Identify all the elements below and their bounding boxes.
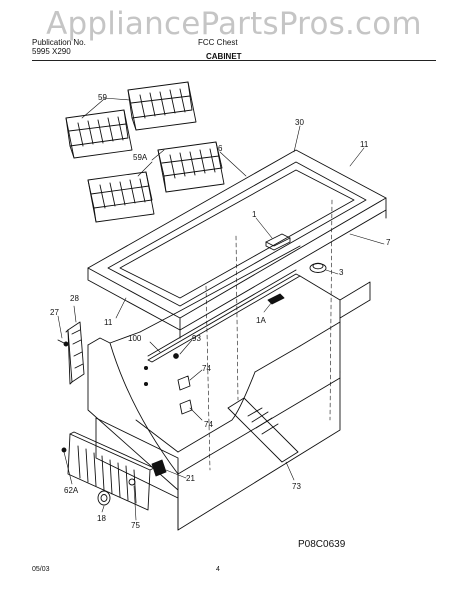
hinge-bracket (65, 321, 85, 385)
callout-21: 21 (186, 474, 195, 483)
publication-label: Publication No. (32, 38, 86, 47)
callout-7: 7 (386, 238, 391, 247)
callout-3: 3 (339, 268, 344, 277)
cabinet-body (87, 245, 371, 531)
part-1a-clip (267, 293, 285, 305)
callout-30: 30 (295, 118, 304, 127)
callout-100: 100 (128, 334, 142, 343)
screw-27 (57, 339, 69, 347)
callout-75: 75 (131, 521, 140, 530)
small-screws (143, 365, 149, 387)
leader-lines (57, 97, 385, 521)
footer-page: 4 (216, 566, 220, 573)
grille-screw (61, 447, 67, 453)
bracket-74-lower (179, 399, 193, 415)
callout-11-top: 11 (360, 140, 369, 149)
callout-74-upper: 74 (202, 364, 211, 373)
header-rule (32, 60, 436, 61)
footer-date: 05/03 (32, 566, 50, 573)
thermostat-knob (309, 262, 327, 273)
callout-62a: 62A (64, 486, 79, 495)
model-label: FCC Chest (198, 38, 238, 47)
front-trim-strip (147, 269, 301, 363)
callout-93: 93 (192, 334, 201, 343)
callout-74-lower: 74 (204, 420, 213, 429)
figure-id: P08C0639 (298, 539, 346, 550)
callout-73: 73 (292, 482, 301, 491)
leveling-foot (97, 490, 111, 506)
screw-93 (173, 353, 179, 359)
basket-59a-right (157, 141, 225, 193)
bracket-74-upper (177, 375, 191, 391)
lid-handle (265, 233, 291, 251)
callout-1: 1 (252, 210, 257, 219)
section-title: CABINET (206, 52, 242, 61)
callout-11-left: 11 (104, 318, 113, 327)
serial-plate (227, 397, 299, 463)
callout-6: 6 (218, 144, 223, 153)
callout-28: 28 (70, 294, 79, 303)
callout-59: 59 (98, 93, 107, 102)
access-grille (67, 431, 155, 511)
publication-number: 5995 X290 (32, 47, 71, 56)
power-connector (151, 459, 167, 477)
callout-1a: 1A (256, 316, 266, 325)
watermark: AppliancePartsPros.com (46, 6, 422, 42)
lid-assembly (87, 149, 387, 339)
basket-59-upper (127, 81, 197, 131)
callout-27: 27 (50, 308, 59, 317)
basket-59a-left (87, 171, 155, 223)
callout-59a: 59A (133, 153, 148, 162)
callout-18: 18 (97, 514, 106, 523)
machine-compartment (95, 417, 179, 499)
basket-59-lower (65, 109, 133, 159)
